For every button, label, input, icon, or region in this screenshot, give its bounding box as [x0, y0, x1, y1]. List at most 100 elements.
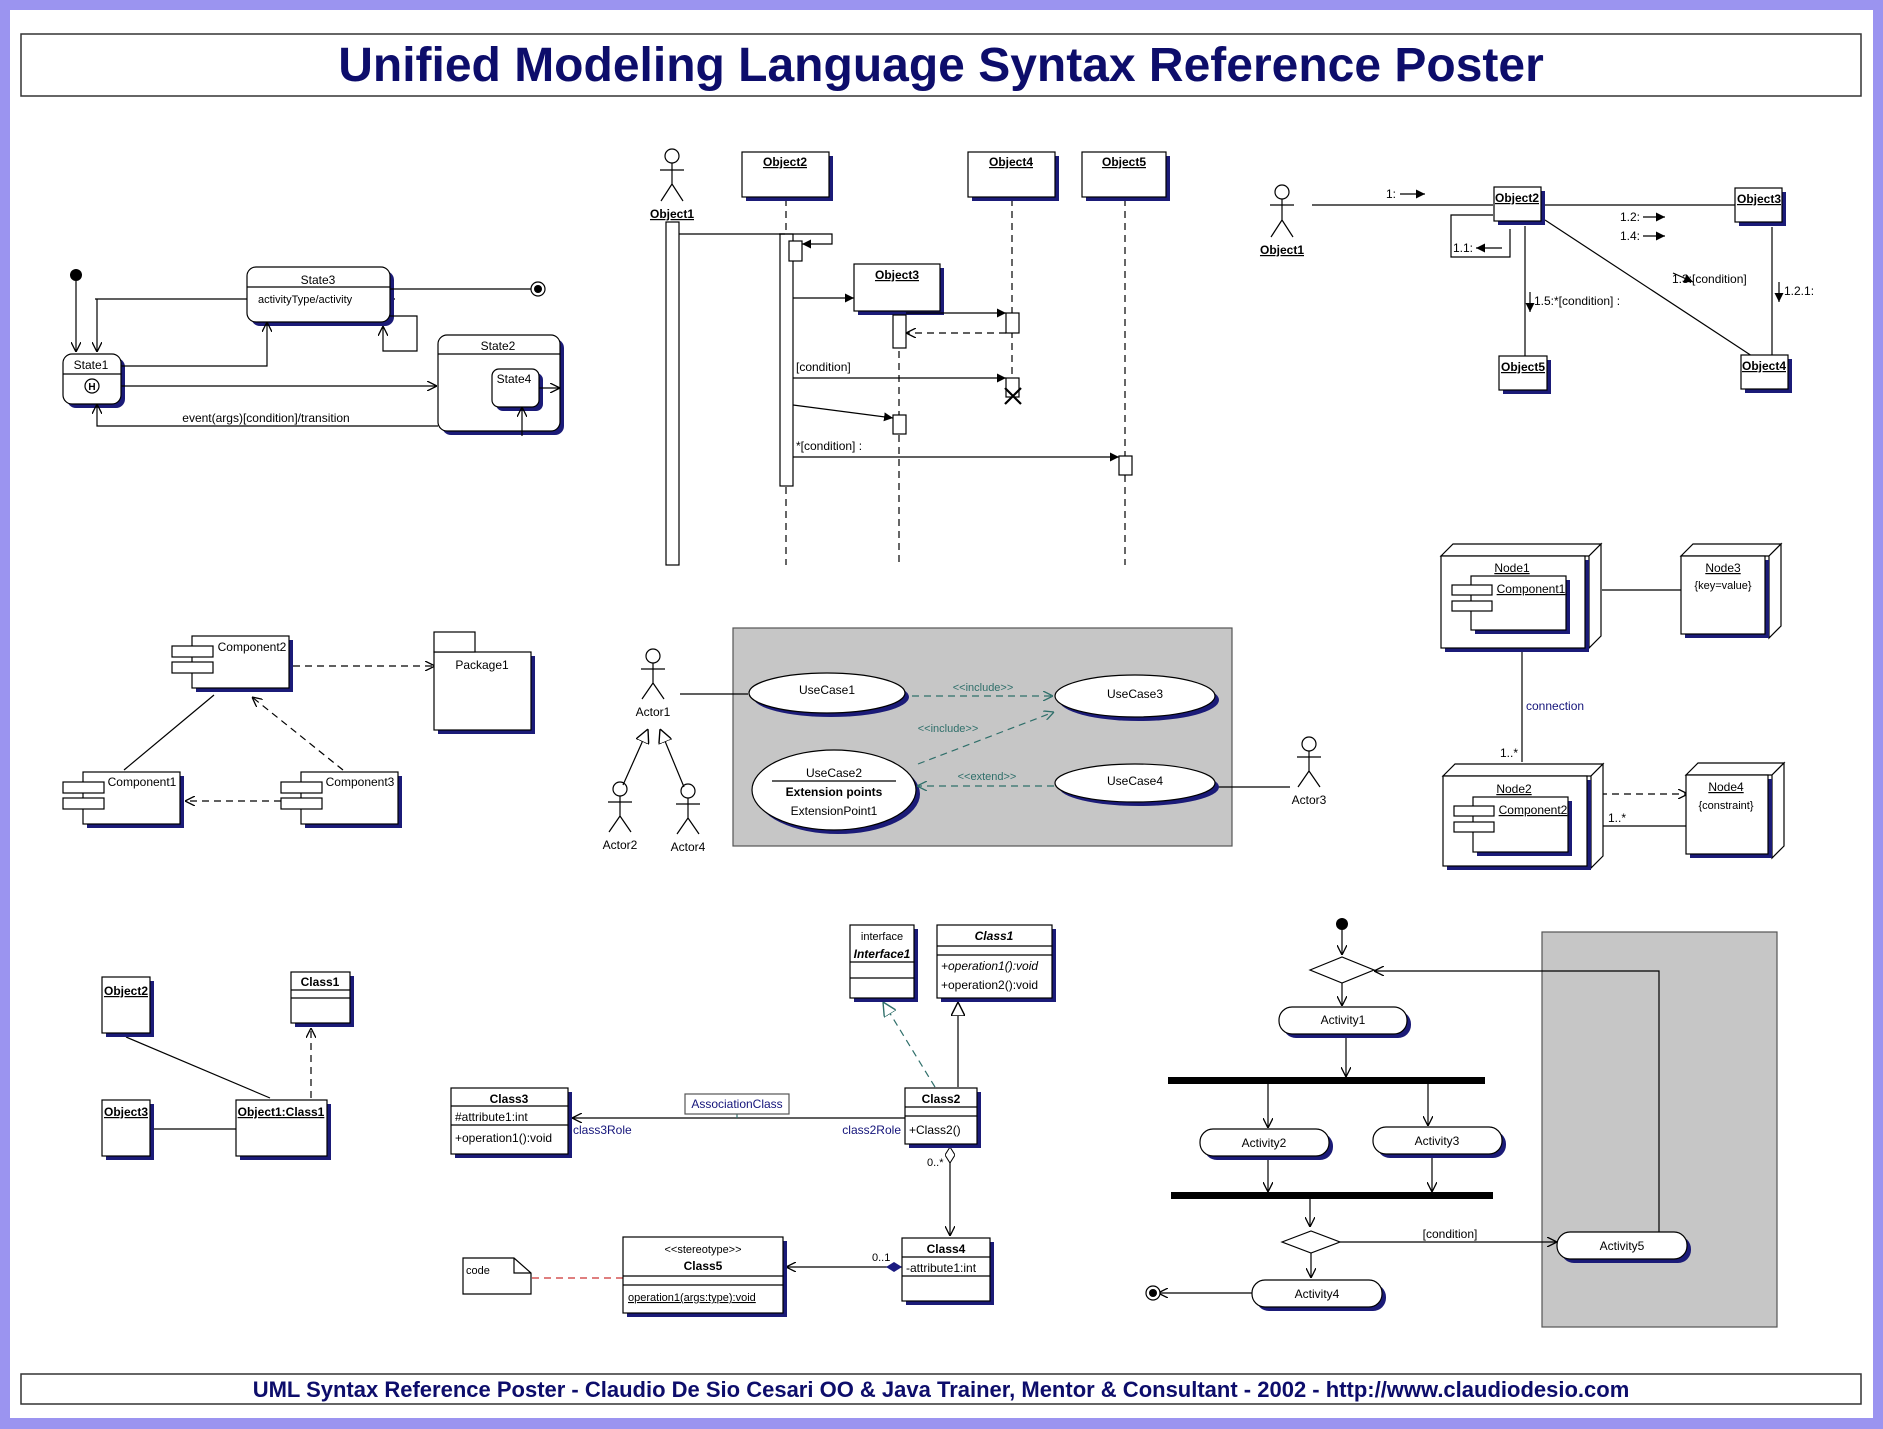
class2-constructor: +Class2() — [909, 1123, 961, 1137]
obj-object1-class1-label: Object1:Class1 — [238, 1105, 325, 1119]
class3-operation: +operation1():void — [455, 1131, 552, 1145]
extend-label: <<extend>> — [958, 771, 1017, 783]
actor1-label: Actor1 — [636, 705, 671, 719]
activity4-label: Activity4 — [1295, 1287, 1340, 1301]
actor3-label: Actor3 — [1292, 793, 1327, 807]
object3-box — [853, 263, 941, 312]
deployment-diagram-labels: Node1 Component1 Node3 {key=value} Node2… — [1494, 561, 1754, 825]
state3-activity: activityType/activity — [258, 294, 353, 306]
node3-box — [1680, 555, 1766, 635]
interface1-label: Interface1 — [854, 947, 911, 961]
class2-label: Class2 — [922, 1092, 961, 1106]
collab-object3-label: Object3 — [1737, 192, 1781, 206]
activity3-label: Activity3 — [1415, 1134, 1460, 1148]
connection-label: connection — [1526, 699, 1584, 713]
sequence-object4-label: Object4 — [989, 155, 1033, 169]
state4-name: State4 — [497, 372, 532, 386]
usecase4-label: UseCase4 — [1107, 774, 1163, 788]
class5-box — [622, 1236, 784, 1314]
sequence-object5-label: Object5 — [1102, 155, 1146, 169]
collab-object1-label: Object1 — [1260, 243, 1304, 257]
msg-1-5: 1.5:*[condition] : — [1534, 294, 1620, 308]
object-diagram — [101, 971, 354, 1160]
actor3-figure — [1297, 736, 1321, 788]
component-diagram-labels: Component2 Component1 Component3 Package… — [108, 640, 509, 789]
node4-multiplicity: 1..* — [1608, 811, 1626, 825]
deployment-diagram — [1439, 542, 1786, 870]
activity-diagram — [1145, 918, 1778, 1328]
initial-state — [70, 269, 82, 281]
extension-point1-label: ExtensionPoint1 — [791, 804, 878, 818]
usecase-diagram-labels: Actor1 Actor2 Actor4 Actor3 UseCase1 Use… — [603, 682, 1327, 854]
obj-class1-label: Class1 — [301, 975, 340, 989]
guard-label: [condition] — [1423, 1227, 1478, 1241]
class1-op1: +operation1():void — [941, 959, 1038, 973]
class4-label: Class4 — [927, 1242, 966, 1256]
association-class-box — [684, 1093, 790, 1115]
object1-activation — [665, 221, 680, 566]
connection-multiplicity: 1..* — [1500, 746, 1518, 760]
join-bar — [1171, 1192, 1493, 1199]
actor2-label: Actor2 — [603, 838, 638, 852]
include1-label: <<include>> — [953, 682, 1014, 694]
collab-object2-label: Object2 — [1495, 191, 1539, 205]
collaboration-diagram — [1270, 184, 1792, 394]
node2-component2-label: Component2 — [1499, 803, 1568, 817]
component-diagram — [62, 631, 535, 828]
package1-box — [433, 651, 532, 731]
msg-1-3: 1.3:[condition] — [1672, 272, 1747, 286]
state1-name: State1 — [74, 358, 109, 372]
collab-object5-label: Object5 — [1501, 360, 1545, 374]
composition-multiplicity: 0..1 — [872, 1252, 890, 1264]
class3-role-label: class3Role — [573, 1123, 632, 1137]
obj-object2-box — [101, 976, 151, 1034]
class3-box — [450, 1087, 569, 1155]
transition-label: event(args)[condition]/transition — [182, 411, 349, 425]
class2-role-label: class2Role — [842, 1123, 901, 1137]
node1-component1-label: Component1 — [1497, 582, 1566, 596]
node4-constraint: {constraint} — [1698, 800, 1753, 812]
state-diagram-labels: State3 activityType/activity State1 H St… — [74, 273, 532, 425]
component1-label: Component1 — [108, 775, 177, 789]
usecase-diagram — [608, 627, 1321, 847]
collab-object3-box — [1734, 187, 1783, 223]
state3 — [246, 266, 391, 323]
usecase4-ellipse — [1054, 763, 1216, 803]
usecase2-ellipse — [751, 749, 917, 831]
usecase3-label: UseCase3 — [1107, 687, 1163, 701]
sequence-condition-label: [condition] — [796, 360, 851, 374]
object-diagram-labels: Object2 Object3 Class1 Object1:Class1 — [104, 975, 340, 1119]
usecase2-label: UseCase2 — [806, 766, 862, 780]
package1-label: Package1 — [455, 658, 509, 672]
title-box — [20, 33, 1862, 97]
activity2-node — [1199, 1128, 1330, 1157]
activity3-node — [1372, 1126, 1503, 1155]
extension-points-label: Extension points — [786, 785, 883, 799]
class5-stereotype-label: <<stereotype>> — [664, 1244, 741, 1256]
component3-label: Component3 — [326, 775, 395, 789]
sequence-object3-label: Object3 — [875, 268, 919, 282]
activity5-node — [1556, 1231, 1688, 1260]
component2-label: Component2 — [218, 640, 287, 654]
node1-label: Node1 — [1494, 561, 1530, 575]
activity2-label: Activity2 — [1242, 1136, 1287, 1150]
note-label: code — [466, 1265, 490, 1277]
obj-object3-label: Object3 — [104, 1105, 148, 1119]
class-diagram — [450, 924, 1056, 1317]
object2-box — [741, 151, 830, 198]
collab-object4-box — [1740, 354, 1789, 390]
collab-object5-box — [1498, 355, 1548, 391]
sequence-iteration-label: *[condition] : — [796, 439, 862, 453]
poster-title: Unified Modeling Language Syntax Referen… — [338, 39, 1544, 92]
fork-bar — [1168, 1077, 1485, 1084]
usecase1-label: UseCase1 — [799, 683, 855, 697]
obj-object3-box — [101, 1099, 151, 1157]
collaboration-actor-object1 — [1270, 184, 1294, 238]
node3-label: Node3 — [1705, 561, 1741, 575]
activity-initial-state — [1336, 918, 1348, 930]
class3-attribute: #attribute1:int — [455, 1110, 528, 1124]
object5-box — [1081, 151, 1167, 198]
class4-attribute: -attribute1:int — [906, 1261, 977, 1275]
